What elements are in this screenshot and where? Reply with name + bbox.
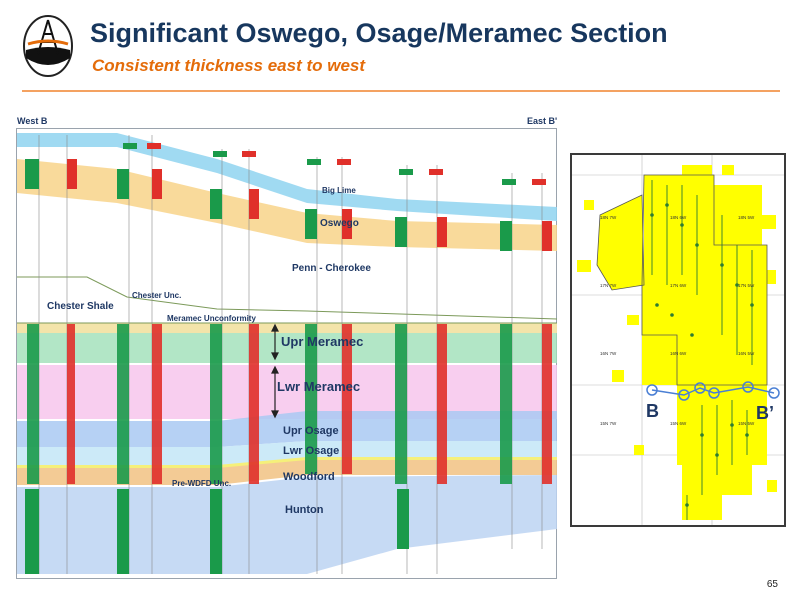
meramec-unconformity-label: Meramec Unconformity	[167, 314, 256, 323]
woodford-label: Woodford	[283, 471, 335, 483]
township-label: 15N 6W	[670, 421, 687, 426]
upr-osage-label: Upr Osage	[283, 425, 339, 437]
upr-meramec-label: Upr Meramec	[281, 334, 364, 349]
township-label: 15N 5W	[738, 421, 755, 426]
map-b-label: B	[646, 401, 659, 421]
cross-section-panel: Big Lime Oswego Penn - Cherokee Chester …	[16, 128, 558, 579]
township-label: 16N 7W	[600, 351, 617, 356]
page-subtitle: Consistent thickness east to west	[92, 56, 366, 75]
cross-section-graphic	[17, 133, 558, 574]
west-end-label: West B	[17, 116, 48, 126]
page-number: 65	[766, 579, 778, 590]
page-title: Significant Oswego, Osage/Meramec Sectio…	[90, 18, 668, 48]
hunton-label: Hunton	[285, 504, 324, 516]
hunton-band	[17, 475, 557, 574]
east-end-label: East B'	[527, 116, 558, 126]
township-label: 17N 5W	[738, 283, 755, 288]
location-map: 18N 7W 18N 6W 18N 5W 17N 7W 17N 6W 17N 5…	[570, 153, 786, 527]
well-laterals	[651, 180, 753, 520]
thickness-arrows	[271, 323, 279, 419]
well-dots	[650, 203, 754, 507]
township-label: 16N 6W	[670, 351, 687, 356]
chester-shale-label: Chester Shale	[47, 301, 114, 312]
township-label: 15N 7W	[600, 421, 617, 426]
title-divider	[22, 90, 780, 92]
township-label: 17N 7W	[600, 283, 617, 288]
chester-unc-label: Chester Unc.	[132, 291, 182, 300]
penn-cherokee-label: Penn - Cherokee	[292, 263, 371, 274]
township-label: 17N 6W	[670, 283, 687, 288]
meramec-top-strip	[17, 323, 557, 333]
cross-section-wells	[646, 381, 780, 401]
lwr-meramec-label: Lwr Meramec	[277, 379, 361, 394]
big-lime-label: Big Lime	[322, 186, 356, 195]
lwr-osage-label: Lwr Osage	[283, 445, 340, 457]
township-label: 16N 5W	[738, 351, 755, 356]
unit-outline-main	[641, 174, 768, 386]
acreage-blocks	[577, 165, 777, 520]
map-graphic	[572, 155, 784, 525]
well-logs	[25, 135, 552, 574]
pre-wdfd-unc-label: Pre-WDFD Unc.	[172, 479, 232, 488]
company-logo	[23, 15, 73, 77]
township-label: 18N 5W	[738, 215, 755, 220]
map-b-prime-label: B’	[756, 403, 774, 423]
oswego-label: Oswego	[320, 218, 359, 229]
unit-outline	[596, 194, 645, 291]
township-label: 18N 6W	[670, 215, 687, 220]
chester-unc-line	[17, 276, 558, 320]
township-label: 18N 7W	[600, 215, 617, 220]
